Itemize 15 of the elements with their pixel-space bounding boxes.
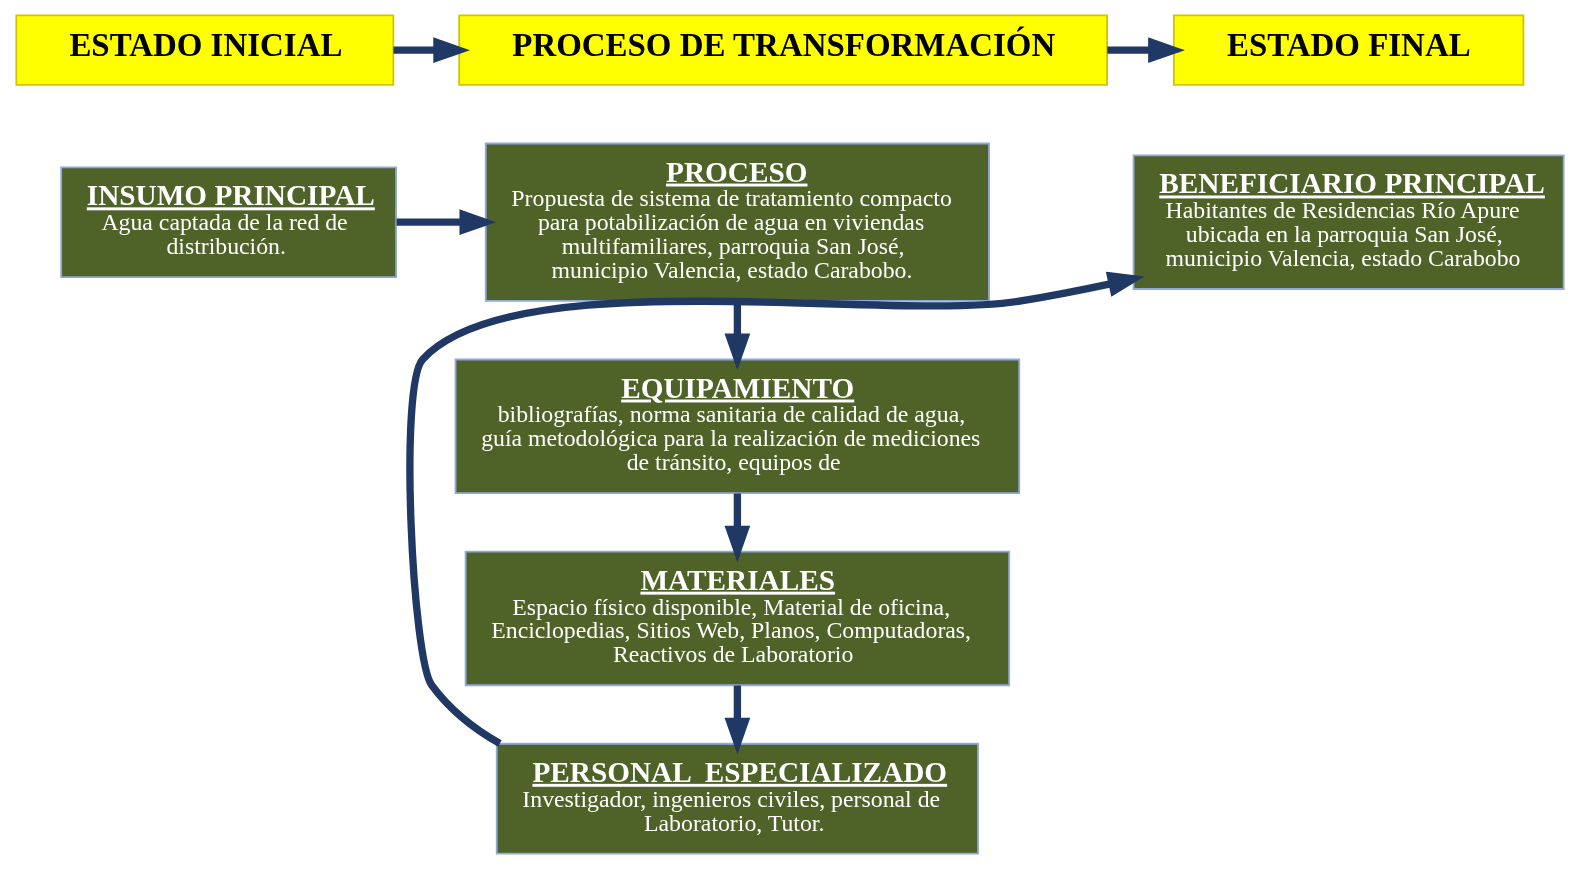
- node-box: MATERIALES Espacio físico disponible, Material de oficina, Enciclopedias, Sitios Web, Planos, Computadoras, Reactivos de Laboratorio: [464, 550, 1010, 687]
- arrow: [724, 493, 750, 563]
- node-box: PROCESO Propuesta de sistema de tratamiento compacto para potabilización de agua en viviendas multifamiliares, parroquia San José, municipio Valencia, estado Carabobo.: [484, 142, 990, 302]
- arrow: [392, 37, 470, 63]
- arrow: [724, 685, 750, 755]
- arrow: [1106, 37, 1185, 63]
- node-box: ESTADO INICIAL: [14, 14, 394, 86]
- node-box: PROCESO DE TRANSFORMACIÓN: [457, 14, 1108, 86]
- arrow: [396, 209, 496, 236]
- node-box: INSUMO PRINCIPAL Agua captada de la red de distribución.: [59, 166, 397, 279]
- node-box: BENEFICIARIO PRINCIPAL Habitantes de Residencias Río Apure ubicada en la parroquia San José, municipio Valencia, estado Carabobo: [1132, 154, 1565, 290]
- node-box: EQUIPAMIENTO bibliografías, norma sanitaria de calidad de agua, guía metodológica para la realización de mediciones de tránsito, equipos de: [454, 358, 1020, 494]
- node-box: PERSONAL ESPECIALIZADO Investigador, ingenieros civiles, personal de Laboratorio, Tutor.: [495, 742, 979, 855]
- arrow: [405, 271, 1144, 747]
- node-box: ESTADO FINAL: [1172, 14, 1524, 86]
